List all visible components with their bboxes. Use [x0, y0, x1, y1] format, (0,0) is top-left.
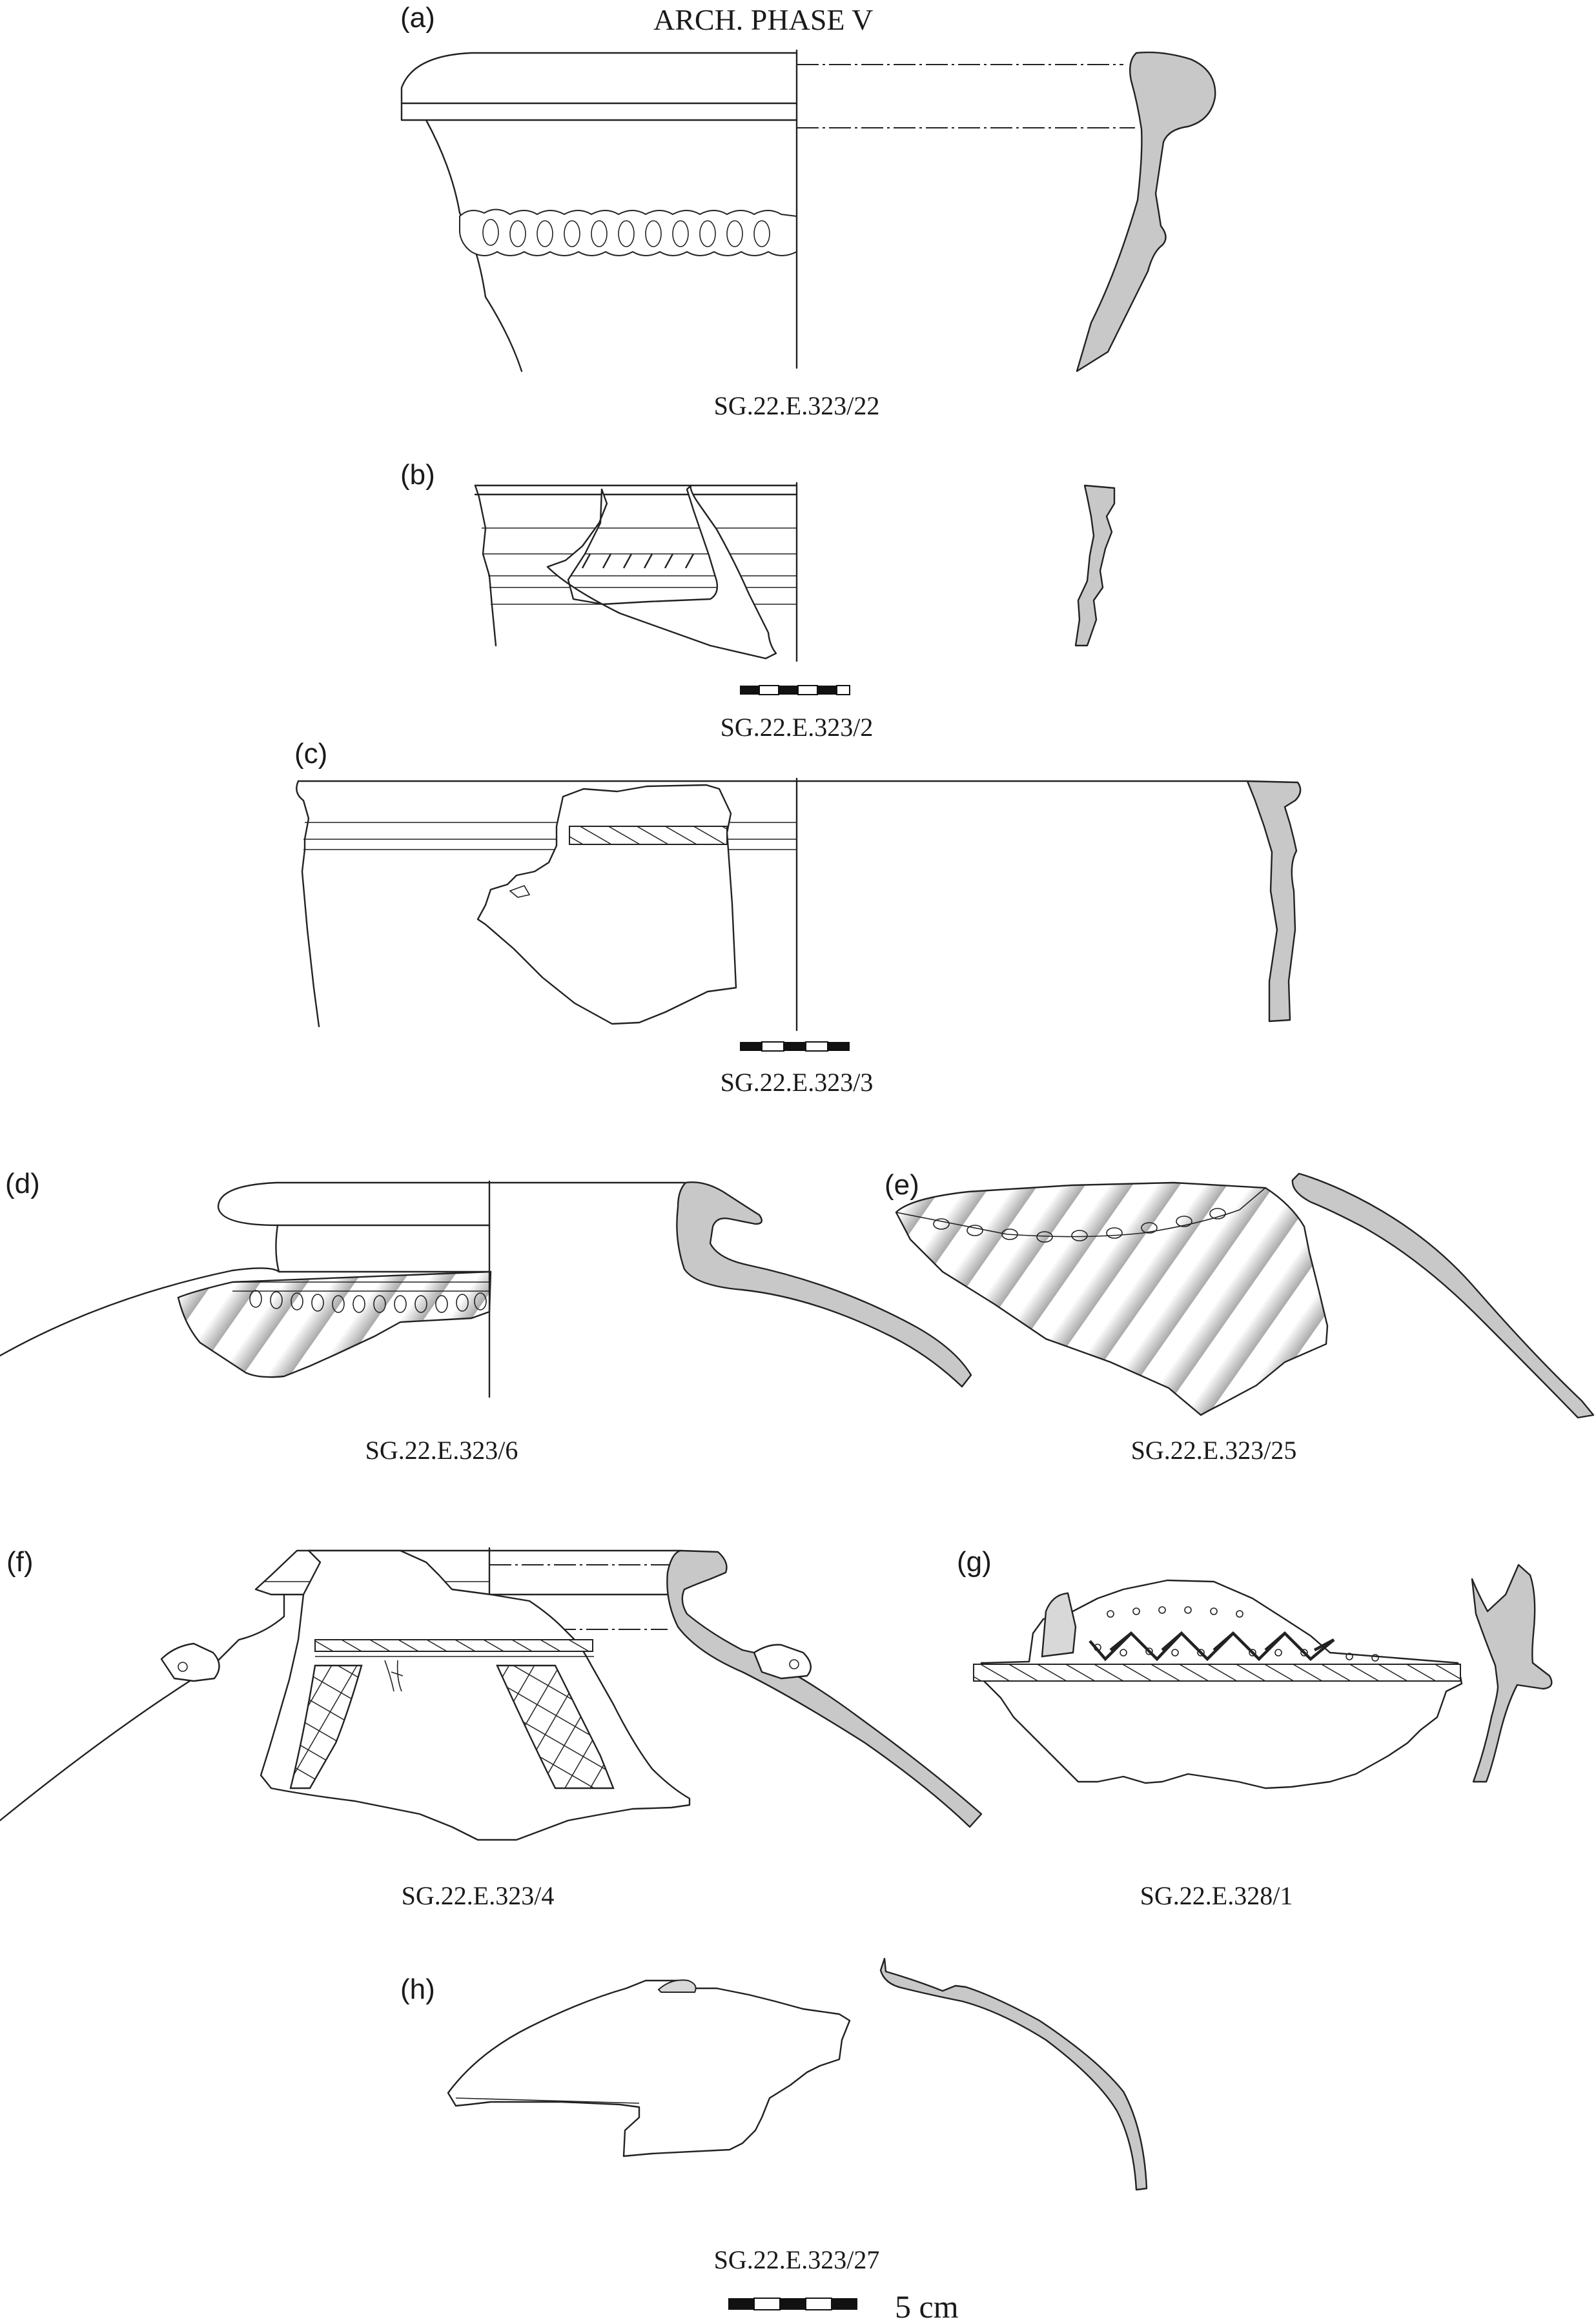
- figure-label-a: (a): [400, 2, 435, 34]
- figure-g: (g) SG.22.E.328/1: [957, 1546, 1553, 1910]
- figure-f: (f) SG.22.E.323/4: [0, 1546, 983, 1910]
- scale-bar-c: [740, 1041, 850, 1052]
- figure-e: (e) SG.22.E.323/25: [885, 1169, 1595, 1465]
- plate-title: ARCH. PHASE V: [653, 3, 873, 36]
- figure-label-g: (g): [957, 1546, 992, 1578]
- figure-label-e: (e): [885, 1169, 919, 1201]
- catalogue-e: SG.22.E.323/25: [1131, 1436, 1297, 1465]
- figure-d: (d) SG.22.E.323/6: [0, 1168, 972, 1465]
- figure-label-c: (c): [294, 738, 327, 770]
- scale-bar-b: [740, 685, 850, 695]
- catalogue-d: SG.22.E.323/6: [365, 1436, 518, 1465]
- figure-c: (c) SG.22.E.323/3: [294, 738, 1302, 1097]
- figure-h: (h) SG.22.E.323/27: [400, 1957, 1148, 2274]
- catalogue-g: SG.22.E.328/1: [1140, 1881, 1293, 1910]
- scale-bar-label: 5 cm: [895, 2288, 959, 2324]
- catalogue-h: SG.22.E.323/27: [714, 2245, 880, 2274]
- figure-label-b: (b): [400, 459, 435, 491]
- catalogue-b: SG.22.E.323/2: [721, 713, 874, 742]
- scale-bar: 5 cm: [728, 2288, 959, 2324]
- catalogue-f: SG.22.E.323/4: [402, 1881, 555, 1910]
- figure-a: (a) SG.22.E.323/22: [400, 2, 1216, 420]
- figure-label-f: (f): [6, 1546, 34, 1578]
- figure-label-d: (d): [5, 1168, 40, 1199]
- figure-label-h: (h): [400, 1973, 435, 2005]
- figure-b: (b) SG.22.E.323/2: [400, 459, 1116, 742]
- catalogue-c: SG.22.E.323/3: [721, 1068, 874, 1097]
- catalogue-a: SG.22.E.323/22: [714, 391, 880, 420]
